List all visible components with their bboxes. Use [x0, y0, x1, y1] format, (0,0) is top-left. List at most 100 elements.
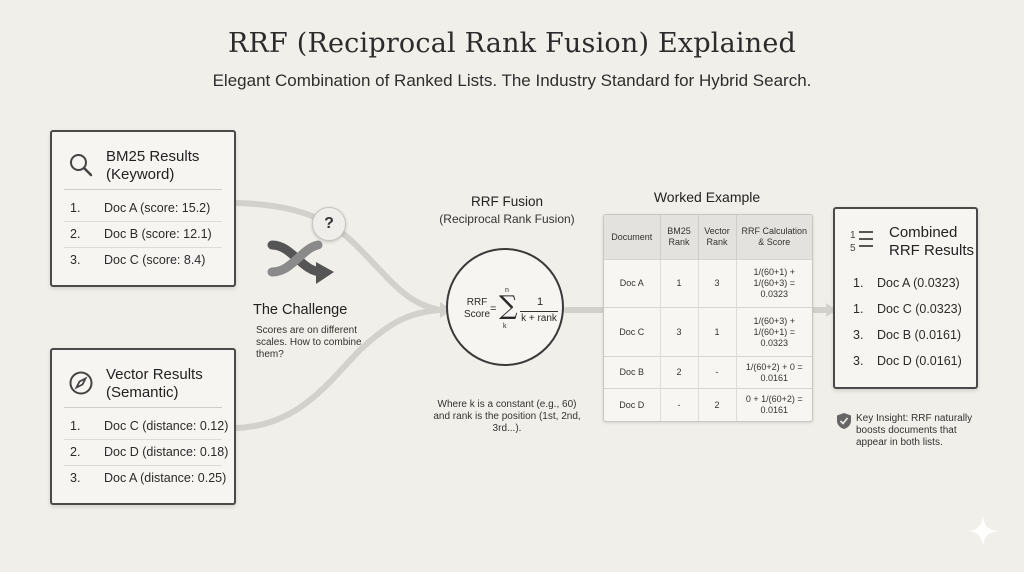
formula-sigma: ∑	[499, 291, 518, 321]
table-header-row: Document BM25 Rank Vector Rank RRF Calcu…	[604, 215, 812, 260]
doc-cell: Doc C	[604, 307, 661, 357]
bm25-card-title: BM25 Results (Keyword)	[106, 148, 199, 184]
doc-entry: Doc A (distance: 0.25)	[104, 471, 227, 485]
doc-entry: Doc A (score: 15.2)	[104, 201, 211, 215]
calc-cell: 0 + 1/(60+2) = 0.0161	[736, 388, 812, 421]
fusion-subtitle: (Reciprocal Rank Fusion)	[439, 212, 575, 226]
bm25-connector	[233, 200, 443, 313]
doc-entry: Doc A (0.0323)	[877, 276, 960, 290]
doc-entry: Doc D (0.0161)	[877, 354, 962, 368]
column-header: BM25 Rank	[660, 215, 699, 260]
vector-title: Vector Results	[106, 366, 203, 383]
column-header: Document	[604, 215, 661, 260]
formula-numerator: 1	[536, 296, 544, 308]
calc-cell: 1/(60+3) + 1/(60+1) = 0.0323	[736, 307, 812, 357]
search-icon	[70, 154, 93, 177]
list-item: 1. Doc C (distance: 0.12)	[52, 414, 234, 440]
sparkle-icon	[967, 515, 999, 547]
doc-entry: Doc B (0.0161)	[877, 328, 962, 342]
bm25-rank-cell: 1	[660, 258, 699, 308]
combined-card-title: Combined RRF Results	[889, 224, 974, 260]
challenge-title: The Challenge	[253, 302, 348, 318]
vector-rank-cell: -	[698, 355, 737, 389]
rank-number: 1.	[70, 201, 81, 215]
list-item: 3. Doc A (distance: 0.25)	[52, 466, 234, 492]
column-header: Vector Rank	[698, 215, 737, 260]
fusion-note: Where k is a constant (e.g., 60) and ran…	[433, 399, 581, 434]
bm25-rank-cell: -	[660, 388, 699, 421]
bm25-results-card: BM25 Results (Keyword) 1. Doc A (score: 1…	[50, 130, 236, 287]
svg-text:5: 5	[850, 243, 856, 253]
list-item: 2. Doc B (score: 12.1)	[52, 222, 234, 248]
rank-number: 1.	[70, 419, 81, 433]
doc-entry: Doc B (score: 12.1)	[104, 227, 212, 241]
combined-subtitle: RRF Results	[889, 242, 975, 259]
calc-cell: 1/(60+1) + 1/(60+3) = 0.0323	[736, 258, 812, 308]
list-item: 1. Doc C (0.0323)	[835, 297, 976, 323]
vector-connector	[233, 307, 443, 431]
fraction-bar	[520, 311, 558, 312]
rank-number: 1.	[853, 276, 864, 290]
combined-list: 1. Doc A (0.0323) 1. Doc C (0.0323) 3. Doc …	[835, 271, 976, 375]
rank-number: 1.	[853, 302, 864, 316]
column-header: RRF Calculation & Score	[736, 215, 812, 260]
list-item: 3. Doc D (0.0161)	[835, 349, 976, 375]
doc-entry: Doc D (distance: 0.18)	[104, 445, 229, 459]
bm25-title: BM25 Results	[106, 148, 200, 165]
page-subtitle: Elegant Combination of Ranked Lists. The…	[212, 71, 812, 90]
rank-number: 2.	[70, 445, 81, 459]
bm25-rank-cell: 2	[660, 355, 699, 389]
worked-example-table: Document BM25 Rank Vector Rank RRF Calcu…	[603, 214, 813, 422]
combined-results-card: 1 5 Combined RRF Results 1. Doc A (0.0323…	[833, 207, 978, 389]
rrf-formula-circle: RRF Score = ∑ n k 1 k + rank	[446, 248, 564, 366]
formula-denominator: k + rank	[521, 313, 557, 324]
shield-check-icon	[837, 413, 851, 429]
formula-lower-bound: k	[503, 323, 507, 330]
vector-rank-cell: 2	[698, 388, 737, 421]
page-title: RRF (Reciprocal Rank Fusion) Explained	[227, 28, 797, 59]
question-mark-badge: ?	[312, 207, 346, 241]
table-row: Doc D - 2 0 + 1/(60+2) = 0.0161	[604, 388, 812, 421]
vector-rank-cell: 1	[698, 307, 737, 357]
list-item: 1. Doc A (score: 15.2)	[52, 196, 234, 222]
list-item: 1. Doc A (0.0323)	[835, 271, 976, 297]
doc-entry: Doc C (score: 8.4)	[104, 253, 206, 267]
doc-cell: Doc B	[604, 355, 661, 389]
combined-title: Combined	[889, 224, 958, 241]
divider	[64, 407, 222, 408]
doc-entry: Doc C (0.0323)	[877, 302, 962, 316]
compass-icon	[69, 371, 93, 395]
formula-label: RRF Score	[463, 297, 491, 320]
fusion-title: RRF Fusion	[470, 194, 543, 209]
formula-equals: =	[490, 303, 497, 315]
bm25-rank-cell: 3	[660, 307, 699, 357]
vector-rank-cell: 3	[698, 258, 737, 308]
vector-card-title: Vector Results (Semantic)	[106, 366, 203, 402]
vector-list: 1. Doc C (distance: 0.12) 2. Doc D (distan…	[52, 414, 234, 492]
svg-text:1: 1	[850, 230, 856, 241]
calc-cell: 1/(60+2) + 0 = 0.0161	[736, 355, 812, 389]
bm25-list: 1. Doc A (score: 15.2) 2. Doc B (score: 12…	[52, 196, 234, 274]
list-item: 2. Doc D (distance: 0.18)	[52, 440, 234, 466]
key-insight-text: Key Insight: RRF naturally boosts docume…	[856, 413, 973, 448]
list-item: 3. Doc C (score: 8.4)	[52, 248, 234, 274]
vector-results-card: Vector Results (Semantic) 1. Doc C (dista…	[50, 348, 236, 505]
table-row: Doc B 2 - 1/(60+2) + 0 = 0.0161	[604, 355, 812, 389]
rank-number: 3.	[70, 253, 81, 267]
worked-example-title: Worked Example	[653, 189, 761, 205]
shuffle-icon	[267, 240, 334, 284]
table-row: Doc A 1 3 1/(60+1) + 1/(60+3) = 0.0323	[604, 258, 812, 308]
doc-cell: Doc A	[604, 258, 661, 308]
rank-number: 3.	[70, 471, 81, 485]
combined-arrowhead	[826, 303, 836, 317]
bm25-subtitle: (Keyword)	[106, 166, 175, 183]
rank-number: 3.	[853, 354, 864, 368]
divider	[64, 189, 222, 190]
list-item: 3. Doc B (0.0161)	[835, 323, 976, 349]
rank-number: 2.	[70, 227, 81, 241]
numbered-list-icon: 1 5	[850, 230, 873, 253]
formula-upper-bound: n	[505, 287, 509, 294]
rank-number: 3.	[853, 328, 864, 342]
doc-entry: Doc C (distance: 0.12)	[104, 419, 229, 433]
